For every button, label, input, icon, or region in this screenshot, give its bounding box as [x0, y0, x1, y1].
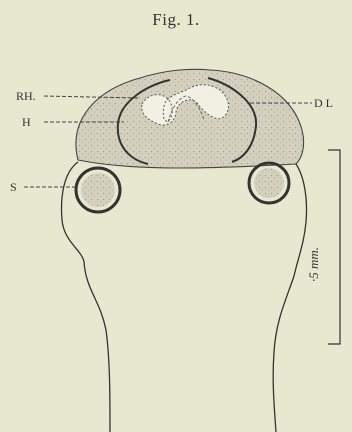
label-scale: ·5 mm.	[306, 247, 321, 282]
body-right-outline	[273, 164, 306, 432]
label-s: S	[10, 180, 17, 194]
right-organ-inner	[254, 168, 284, 198]
head-cap	[76, 69, 304, 168]
label-rh: RH.	[16, 89, 36, 103]
scale-bar	[328, 150, 340, 344]
label-h: H	[22, 115, 31, 129]
label-dl: D L	[314, 96, 333, 110]
left-organ-inner	[81, 173, 115, 207]
